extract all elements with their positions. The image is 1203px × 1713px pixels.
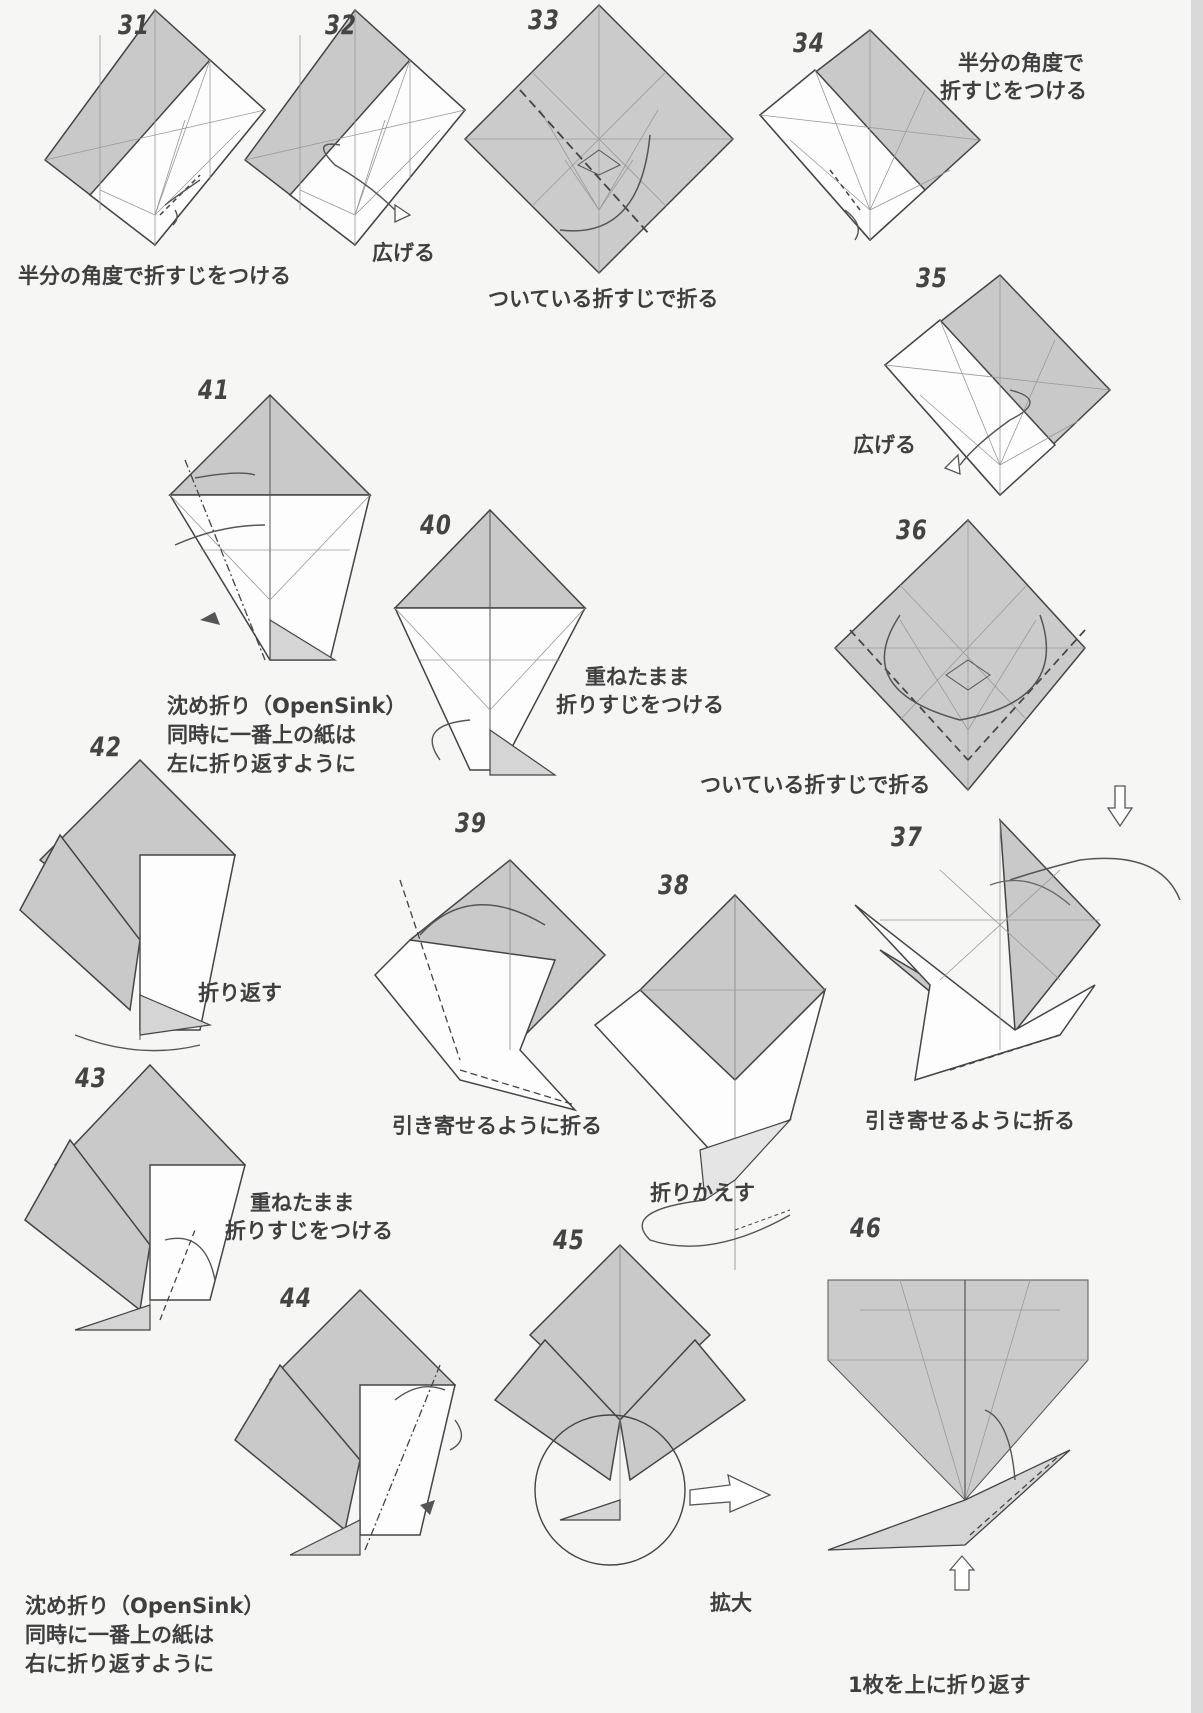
diagram-35 — [883, 273, 1112, 497]
caption-37: 引き寄せるように折る — [865, 1109, 1075, 1133]
step-number-42: 42 — [90, 732, 122, 763]
caption-39: 引き寄せるように折る — [392, 1114, 602, 1138]
caption-45: 拡大 — [710, 1591, 752, 1615]
caption-34-line1: 半分の角度で — [958, 51, 1084, 75]
caption-33: ついている折すじで折る — [488, 287, 719, 311]
step-number-31: 31 — [118, 10, 150, 41]
diagram-43 — [24, 1063, 247, 1331]
diagram-41 — [168, 393, 372, 661]
diagram-38 — [593, 893, 827, 1270]
diagram-44 — [234, 1288, 463, 1556]
step-number-37: 37 — [891, 822, 923, 853]
caption-38: 折りかえす — [650, 1181, 755, 1205]
step-number-32: 32 — [325, 10, 357, 41]
step-number-38: 38 — [658, 870, 690, 901]
step-number-40: 40 — [420, 510, 452, 541]
diagram-32 — [243, 8, 467, 247]
caption-32: 広げる — [372, 241, 435, 265]
caption-34-line2: 折すじをつける — [940, 79, 1087, 103]
diagram-40 — [393, 508, 587, 776]
caption-42: 折り返す — [198, 981, 282, 1005]
diagram-45 — [493, 1243, 772, 1566]
caption-36: ついている折すじで折る — [700, 773, 931, 797]
caption-31: 半分の角度で折すじをつける — [18, 264, 291, 288]
caption-40-line1: 重ねたまま — [585, 665, 690, 689]
caption-43-line1: 重ねたまま — [250, 1191, 355, 1215]
step-number-39: 39 — [455, 808, 487, 839]
caption-41-line3: 左に折り返すように — [167, 752, 356, 776]
diagram-33 — [463, 3, 735, 275]
caption-46: 1枚を上に折り返す — [848, 1673, 1031, 1697]
caption-40-line2: 折りすじをつける — [556, 693, 724, 717]
diagram-46 — [827, 1279, 1089, 1591]
step-number-44: 44 — [280, 1283, 312, 1314]
step-number-36: 36 — [896, 515, 928, 546]
step-number-34: 34 — [793, 28, 825, 59]
diagram-39 — [373, 858, 607, 1112]
diagram-36 — [833, 518, 1086, 792]
diagram-31 — [43, 8, 267, 247]
step-number-33: 33 — [528, 5, 560, 36]
caption-43-line2: 折りすじをつける — [225, 1219, 393, 1243]
caption-41-line2: 同時に一番上の紙は — [167, 723, 356, 747]
step-number-35: 35 — [916, 263, 948, 294]
diagram-37 — [854, 817, 1181, 1082]
caption-44-line2: 同時に一番上の紙は — [25, 1623, 214, 1647]
step-number-43: 43 — [75, 1063, 107, 1094]
step-number-41: 41 — [198, 375, 230, 406]
caption-44-line3: 右に折り返すように — [25, 1652, 214, 1676]
diagram-34 — [758, 29, 982, 242]
step-number-46: 46 — [850, 1213, 882, 1244]
caption-44-line1: 沈め折り（OpenSink） — [25, 1594, 265, 1618]
step-number-45: 45 — [553, 1225, 585, 1256]
diagram-42 — [19, 758, 237, 1052]
caption-35: 広げる — [853, 433, 916, 457]
page-edge-shadow — [1191, 0, 1203, 1713]
caption-41-line1: 沈め折り（OpenSink） — [167, 694, 407, 718]
